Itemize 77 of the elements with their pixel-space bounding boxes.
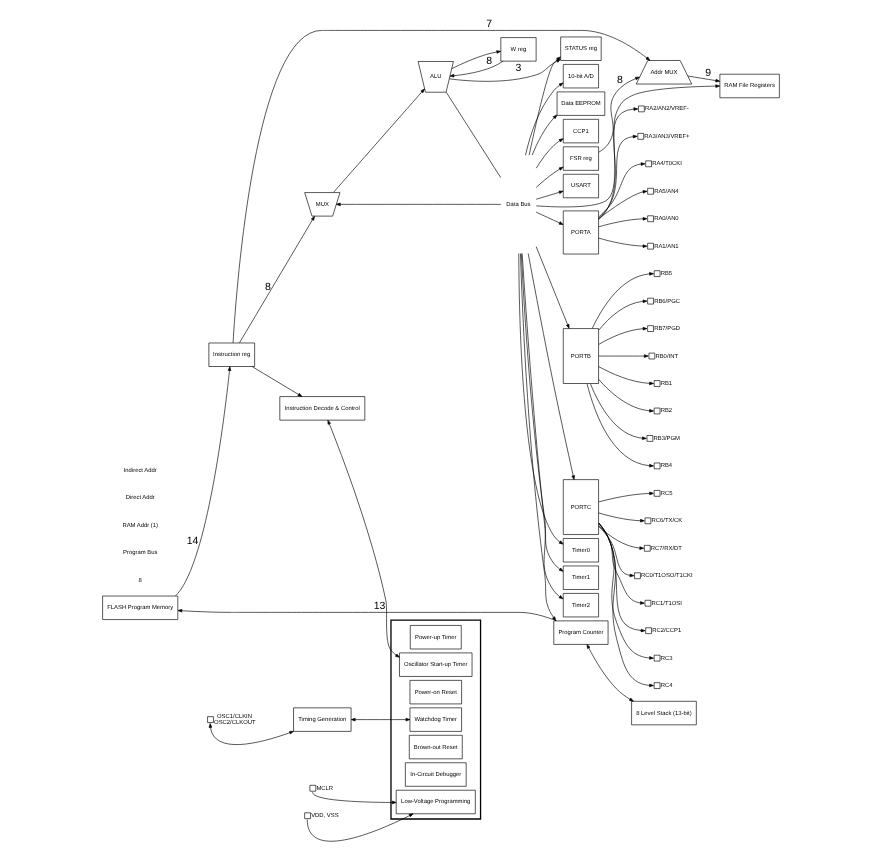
arrow <box>597 512 644 523</box>
arrow <box>311 791 396 805</box>
arrow <box>597 76 639 153</box>
node-box <box>645 435 653 442</box>
arrow <box>534 190 563 200</box>
arrow <box>597 525 634 578</box>
arrow <box>534 211 563 225</box>
arrow <box>238 215 314 344</box>
arrow <box>597 134 637 219</box>
arrow <box>597 217 647 228</box>
node-box <box>303 812 310 819</box>
arrow <box>597 379 653 413</box>
node-box <box>643 599 651 607</box>
arrow <box>590 272 653 329</box>
node-box <box>644 160 651 168</box>
arrow <box>534 246 569 329</box>
arrow <box>597 491 653 503</box>
arrow <box>448 58 560 82</box>
arrow <box>597 525 644 550</box>
arrow <box>597 523 644 605</box>
arrow <box>231 30 650 344</box>
arrow <box>597 522 653 660</box>
arrow <box>176 609 556 622</box>
arrow <box>597 237 647 248</box>
arrow <box>597 366 653 386</box>
node-box <box>652 380 660 387</box>
arrow <box>597 190 647 220</box>
arrow <box>530 114 557 156</box>
arrow <box>585 644 633 702</box>
arrow <box>597 523 645 633</box>
node-box <box>646 242 653 250</box>
arrow <box>597 299 647 331</box>
node-box <box>646 325 653 332</box>
arrow <box>597 107 638 221</box>
arrow <box>305 813 413 842</box>
connector <box>444 91 501 178</box>
node-box <box>652 654 660 662</box>
node-box <box>643 517 651 525</box>
arrow <box>534 166 563 188</box>
node-box <box>646 188 653 195</box>
arrow <box>527 56 560 156</box>
node-box <box>652 490 660 497</box>
arrow <box>332 88 424 193</box>
arrow <box>589 383 646 440</box>
node-box <box>652 270 660 277</box>
node-box <box>206 716 213 723</box>
arrow <box>597 327 647 345</box>
arrow <box>448 60 503 78</box>
arrow <box>534 138 563 169</box>
node-box <box>308 785 316 792</box>
arrow <box>326 419 399 658</box>
arrow <box>519 253 556 621</box>
arrow <box>207 723 293 745</box>
arrow <box>597 522 653 688</box>
node-box <box>637 105 644 113</box>
node-box <box>633 572 640 580</box>
arrow <box>597 354 648 358</box>
node-box <box>647 352 655 360</box>
arrow <box>250 366 302 397</box>
arrow <box>349 717 410 722</box>
node-box <box>636 133 644 140</box>
arrow <box>174 366 231 597</box>
arrow <box>335 202 501 207</box>
arrow <box>585 383 653 468</box>
node-box <box>652 682 660 689</box>
node-box <box>652 462 660 470</box>
arrow <box>450 50 500 69</box>
node-box <box>646 297 653 305</box>
arrow <box>534 84 719 208</box>
node-box <box>644 627 651 634</box>
node-box <box>652 407 660 415</box>
node-box <box>643 545 650 552</box>
node-box <box>646 215 653 222</box>
arrow <box>686 75 720 83</box>
arrow <box>524 82 563 156</box>
arrow <box>526 253 574 480</box>
arrow <box>597 162 645 218</box>
